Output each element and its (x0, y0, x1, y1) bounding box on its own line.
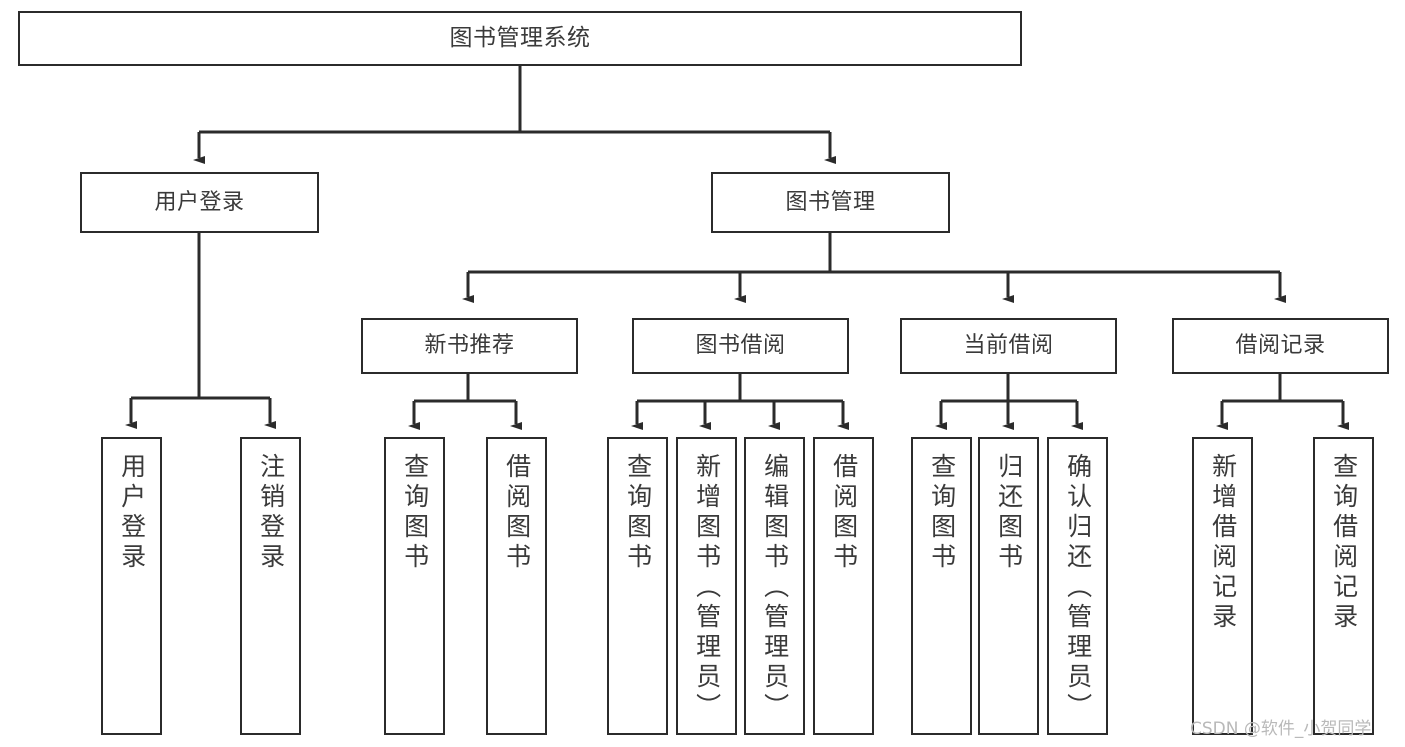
node-label: 查询图书 (927, 453, 957, 573)
leaf-add-book-admin[interactable]: 新增图书（管理员） (676, 437, 737, 735)
node-label: 归还图书 (994, 453, 1024, 573)
leaf-borrow-book-recommend[interactable]: 借阅图书 (486, 437, 547, 735)
node-label: 用户登录 (117, 453, 147, 573)
leaf-user-login[interactable]: 用户登录 (101, 437, 162, 735)
node-book-management[interactable]: 图书管理 (711, 172, 950, 233)
node-label: 借阅图书 (502, 453, 532, 573)
node-label: 当前借阅 (963, 333, 1054, 359)
node-label: 用户登录 (154, 189, 245, 215)
node-label: 图书借阅 (695, 333, 786, 359)
leaf-confirm-return-admin[interactable]: 确认归还（管理员） (1047, 437, 1108, 735)
leaf-query-borrow-record[interactable]: 查询借阅记录 (1313, 437, 1374, 735)
node-label: 借阅记录 (1235, 333, 1326, 359)
node-current-borrow[interactable]: 当前借阅 (900, 318, 1117, 374)
node-user-login[interactable]: 用户登录 (80, 172, 319, 233)
node-label: 编辑图书（管理员） (760, 453, 790, 723)
leaf-borrow-book[interactable]: 借阅图书 (813, 437, 874, 735)
node-label: 图书管理 (785, 189, 876, 215)
node-label: 新增借阅记录 (1208, 453, 1238, 633)
leaf-logout-login[interactable]: 注销登录 (240, 437, 301, 735)
node-new-book-recommend[interactable]: 新书推荐 (361, 318, 578, 374)
node-label: 新增图书（管理员） (692, 453, 722, 723)
csdn-watermark: CSDN @软件_小贺同学 (1190, 719, 1372, 739)
leaf-add-borrow-record[interactable]: 新增借阅记录 (1192, 437, 1253, 735)
node-label: 新书推荐 (424, 333, 515, 359)
node-book-borrow[interactable]: 图书借阅 (632, 318, 849, 374)
node-borrow-record[interactable]: 借阅记录 (1172, 318, 1389, 374)
leaf-return-book[interactable]: 归还图书 (978, 437, 1039, 735)
node-label: 借阅图书 (829, 453, 859, 573)
node-label: 注销登录 (256, 453, 286, 573)
node-label: 查询图书 (623, 453, 653, 573)
node-root-book-management-system[interactable]: 图书管理系统 (18, 11, 1022, 66)
leaf-query-book-borrow[interactable]: 查询图书 (607, 437, 668, 735)
node-label: 查询借阅记录 (1329, 453, 1359, 633)
leaf-query-book-current[interactable]: 查询图书 (911, 437, 972, 735)
node-label: 图书管理系统 (449, 24, 591, 51)
leaf-edit-book-admin[interactable]: 编辑图书（管理员） (744, 437, 805, 735)
leaf-query-book-recommend[interactable]: 查询图书 (384, 437, 445, 735)
node-label: 确认归还（管理员） (1063, 453, 1093, 723)
node-label: 查询图书 (400, 453, 430, 573)
